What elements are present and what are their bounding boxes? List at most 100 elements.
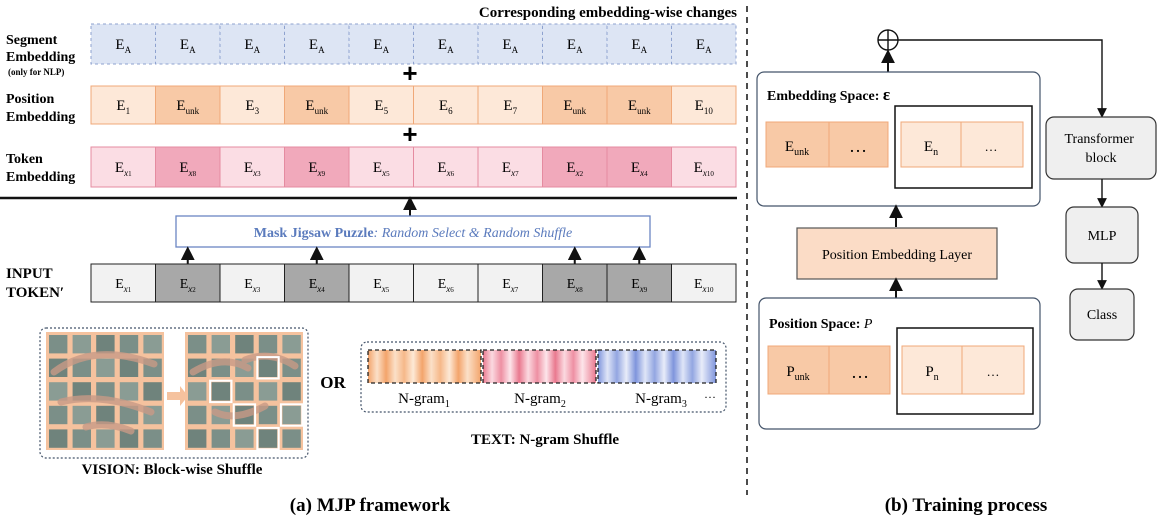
input-cell-label: Ex4 bbox=[309, 277, 326, 294]
header-changes: Corresponding embedding-wise changes bbox=[479, 5, 737, 21]
image-tile bbox=[49, 405, 68, 425]
segment-cell bbox=[477, 23, 543, 65]
input-cell bbox=[477, 263, 543, 303]
position-space-label: Position Space: P bbox=[769, 317, 873, 332]
position-cell-label: E5 bbox=[374, 98, 388, 116]
position-cell bbox=[284, 85, 350, 125]
vision-original-image bbox=[46, 332, 164, 450]
image-tile bbox=[119, 405, 139, 425]
ngram-block-3 bbox=[597, 349, 717, 384]
position-cell-label: E10 bbox=[695, 98, 714, 116]
input-cell-label: Ex8 bbox=[567, 277, 584, 294]
position-embedding-layer-label: Position Embedding Layer bbox=[822, 248, 972, 263]
image-tile bbox=[258, 358, 278, 377]
segment-cell-label: EA bbox=[180, 37, 196, 55]
segment-cell bbox=[542, 23, 608, 65]
segment-cell-label: EA bbox=[696, 37, 712, 55]
add-operator-icon bbox=[877, 29, 899, 51]
image-tile bbox=[282, 382, 301, 401]
image-tile bbox=[211, 335, 230, 354]
right-caption: (b) Training process bbox=[885, 495, 1048, 516]
pos-unk-label: Punk bbox=[786, 364, 809, 383]
image-tile bbox=[282, 335, 301, 354]
input-cell-label: Ex7 bbox=[502, 277, 519, 294]
transformer-block-box bbox=[1045, 116, 1157, 180]
input-cell bbox=[671, 263, 737, 303]
class-box bbox=[1069, 288, 1135, 341]
input-cell bbox=[155, 263, 221, 303]
emb-n-ellipsis: … bbox=[985, 139, 998, 154]
segment-cell bbox=[90, 23, 156, 65]
pos-n-label: Pn bbox=[925, 364, 938, 383]
input-arrows bbox=[180, 246, 647, 264]
image-tile bbox=[119, 335, 139, 354]
segment-cell-label: EA bbox=[631, 37, 647, 55]
class-label: Class bbox=[1087, 308, 1117, 323]
token-cell-label: Ex9 bbox=[308, 160, 325, 178]
position-cell bbox=[542, 85, 608, 125]
segment-cell bbox=[413, 23, 479, 65]
position-cell-label: E3 bbox=[245, 98, 259, 116]
or-label: OR bbox=[320, 373, 346, 392]
position-cell bbox=[606, 85, 672, 125]
arrow-to-transformer bbox=[898, 39, 1107, 118]
image-tile bbox=[211, 382, 230, 401]
image-tile bbox=[119, 358, 139, 377]
token-cell-label: Ex1 bbox=[115, 160, 132, 178]
shuffled-tile-outline bbox=[256, 426, 280, 451]
input-cell bbox=[348, 263, 414, 303]
image-tile bbox=[188, 335, 207, 354]
token-cell-label: Ex6 bbox=[437, 160, 454, 178]
plus-sign: + bbox=[402, 58, 417, 88]
token-cell-label: Ex5 bbox=[373, 160, 390, 178]
image-tile bbox=[72, 335, 91, 354]
token-cell bbox=[155, 146, 221, 188]
token-cell-label: Ex8 bbox=[179, 160, 196, 178]
image-tile bbox=[211, 429, 230, 448]
token-cell bbox=[542, 146, 608, 188]
input-cell-label: Ex9 bbox=[631, 277, 648, 294]
input-cell bbox=[219, 263, 285, 303]
shuffled-tile-outline bbox=[209, 379, 233, 404]
image-tile bbox=[72, 429, 91, 448]
pos-n-ellipsis: … bbox=[987, 364, 1000, 379]
position-cell-label: Eunk bbox=[563, 98, 586, 116]
ngram-label-2: N-gram2 bbox=[514, 391, 566, 410]
mlp-label: MLP bbox=[1088, 229, 1117, 244]
segment-cell bbox=[348, 23, 414, 65]
segment-cell-label: EA bbox=[373, 37, 389, 55]
token-cell bbox=[606, 146, 672, 188]
emb-n-block bbox=[900, 121, 1024, 168]
pos-n-block bbox=[901, 345, 1025, 395]
token-cell bbox=[671, 146, 737, 188]
shuffled-tile-outline bbox=[256, 356, 280, 380]
input-token-label: INPUT TOKEN′ bbox=[6, 266, 64, 301]
vision-caption: VISION: Block-wise Shuffle bbox=[82, 462, 263, 478]
token-cell bbox=[477, 146, 543, 188]
segment-note: (only for NLP) bbox=[8, 67, 64, 77]
input-cell-label: Ex3 bbox=[244, 277, 261, 294]
image-tile bbox=[143, 429, 162, 448]
ngram-block-2 bbox=[482, 349, 597, 384]
image-tile bbox=[282, 405, 301, 425]
ngram-label-1: N-gram1 bbox=[398, 391, 450, 410]
token-cell-label: Ex4 bbox=[631, 160, 648, 178]
token-cell-label: Ex2 bbox=[566, 160, 583, 178]
emb-unk-ellipsis: … bbox=[849, 136, 867, 156]
input-cell-label: Ex1 bbox=[115, 277, 132, 294]
vision-shuffled-image bbox=[185, 332, 304, 451]
image-tile bbox=[119, 429, 139, 448]
image-tile bbox=[49, 429, 68, 448]
text-caption: TEXT: N-gram Shuffle bbox=[471, 432, 619, 448]
position-cell-label: E1 bbox=[116, 98, 130, 116]
input-cell-label: Ex2 bbox=[180, 277, 197, 294]
input-cell-label: Ex5 bbox=[373, 277, 390, 294]
position-cell-label: E7 bbox=[503, 98, 517, 116]
shuffle-arrow bbox=[167, 386, 188, 406]
segment-cell-label: EA bbox=[244, 37, 260, 55]
input-cell-label: Ex10 bbox=[694, 277, 714, 294]
position-cell-label: E6 bbox=[439, 98, 453, 116]
